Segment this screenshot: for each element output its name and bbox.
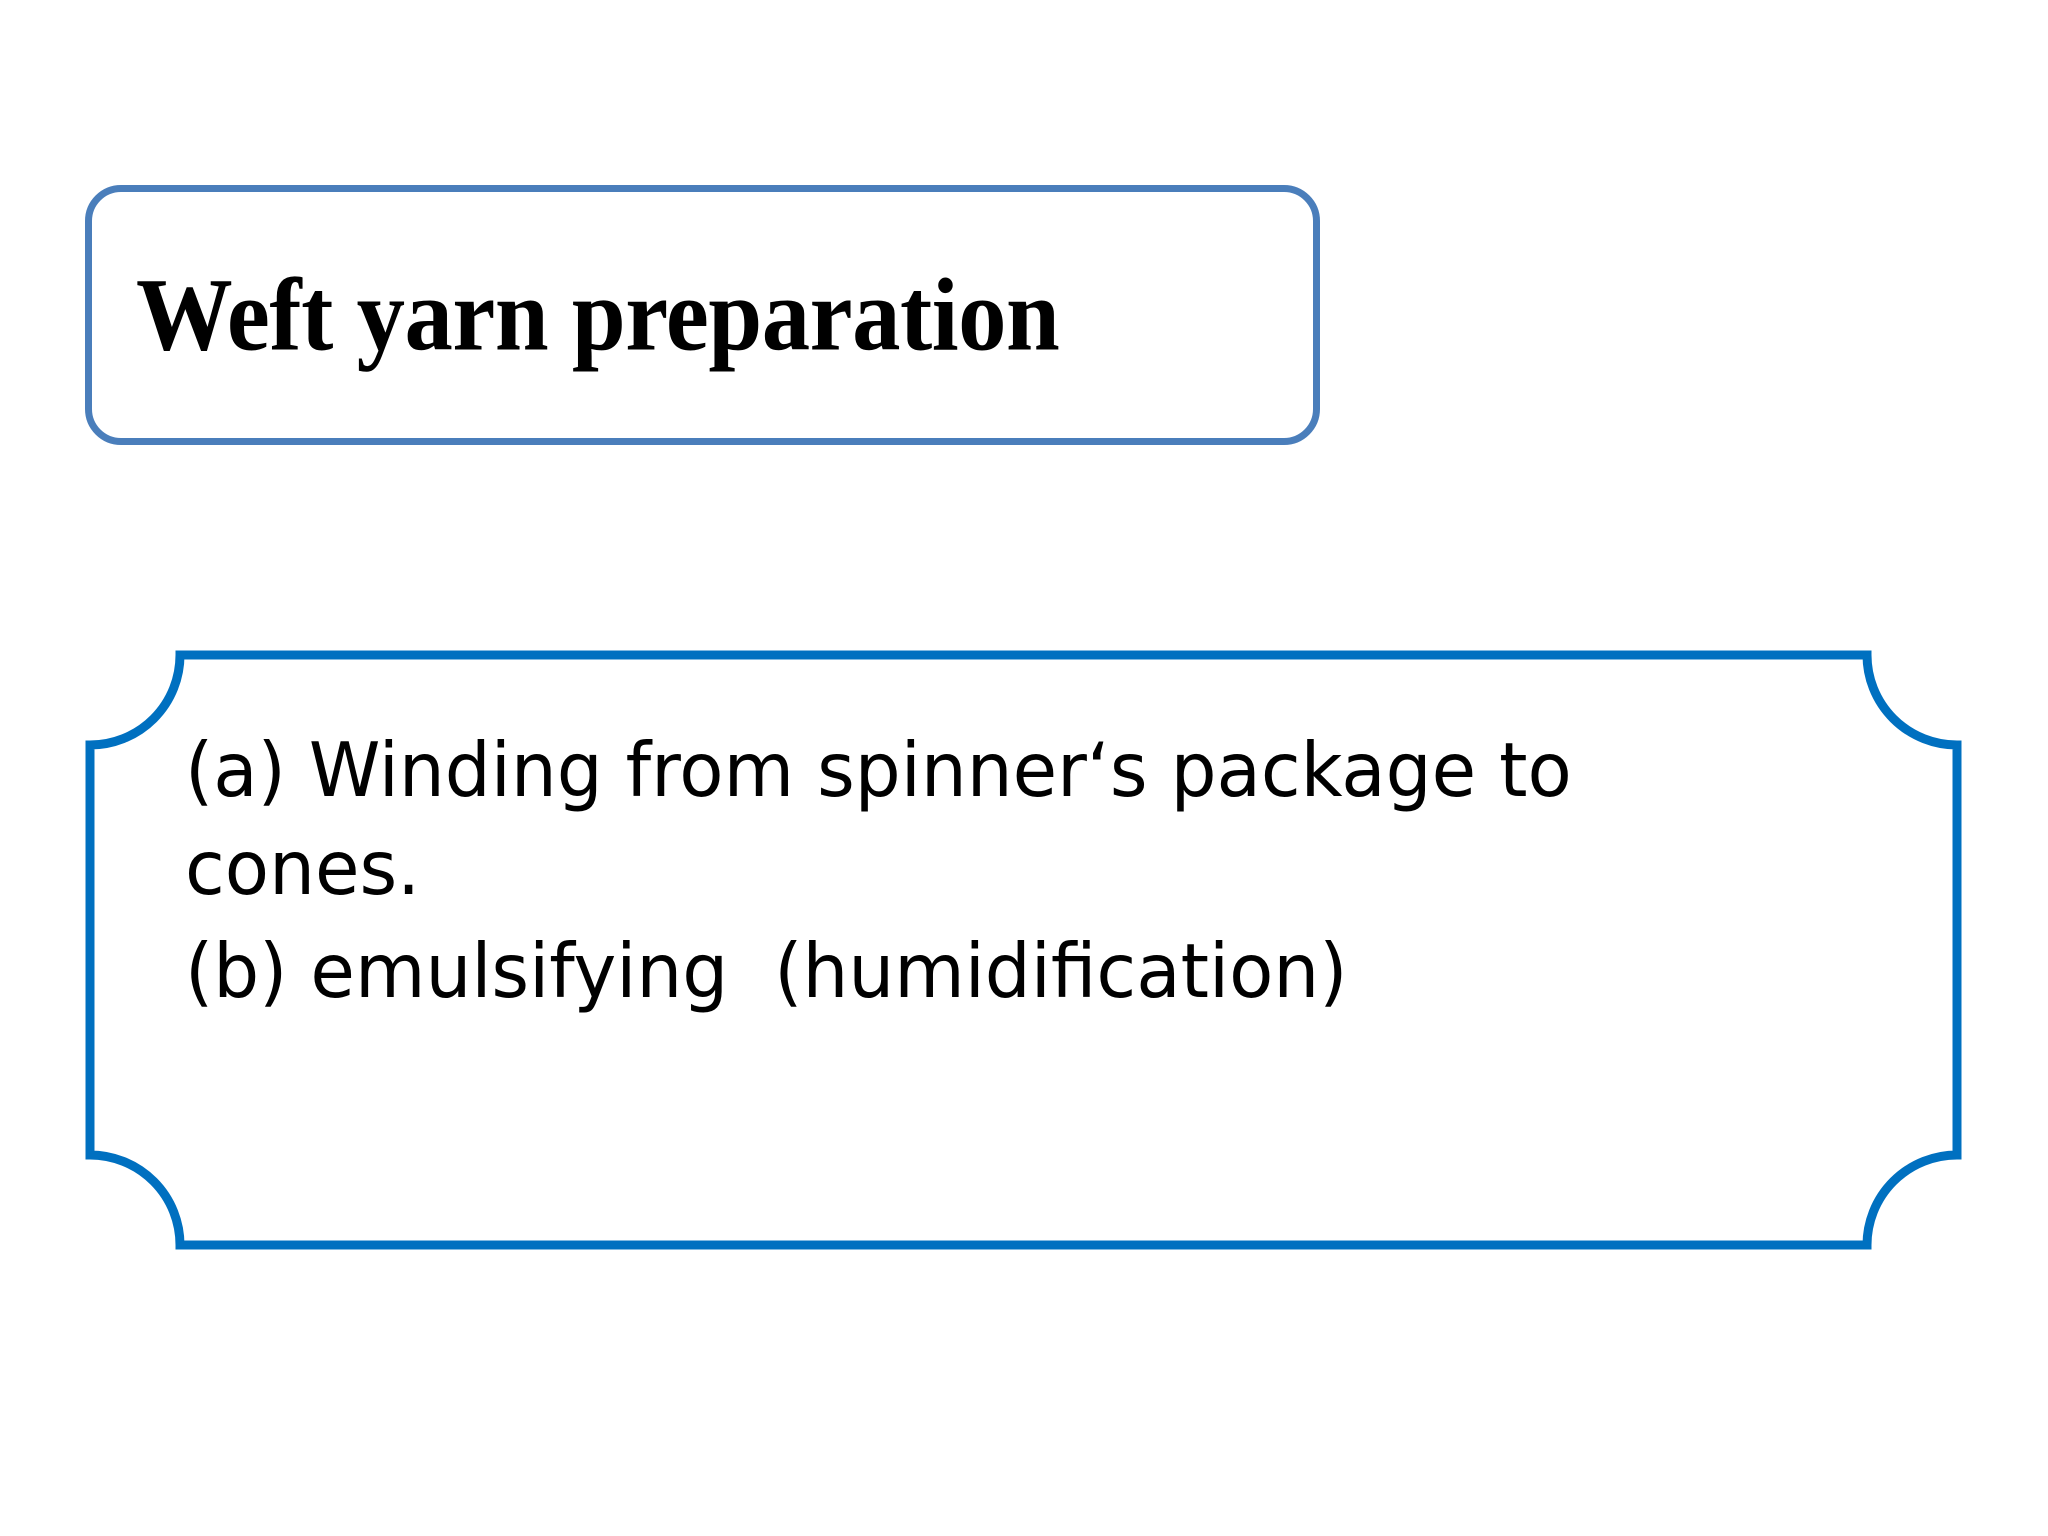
- plaque-outline-icon: [85, 650, 1962, 1250]
- body-text-block: (a) Winding from spinner‘s package to co…: [185, 722, 1885, 1027]
- body-line-a: (a) Winding from spinner‘s package to co…: [185, 722, 1885, 917]
- body-line-b: (b) emulsifying (humidification): [185, 923, 1885, 1021]
- page-title: Weft yarn preparation: [136, 260, 1129, 369]
- body-plaque-shape[interactable]: (a) Winding from spinner‘s package to co…: [85, 650, 1962, 1250]
- title-box[interactable]: Weft yarn preparation: [85, 185, 1320, 445]
- body-line-b-label: (b) emulsifying (humidification): [185, 927, 1348, 1015]
- body-line-a-label: (a) Winding from spinner‘s package to co…: [185, 726, 1595, 912]
- page-title-label: Weft yarn preparation: [136, 257, 1060, 373]
